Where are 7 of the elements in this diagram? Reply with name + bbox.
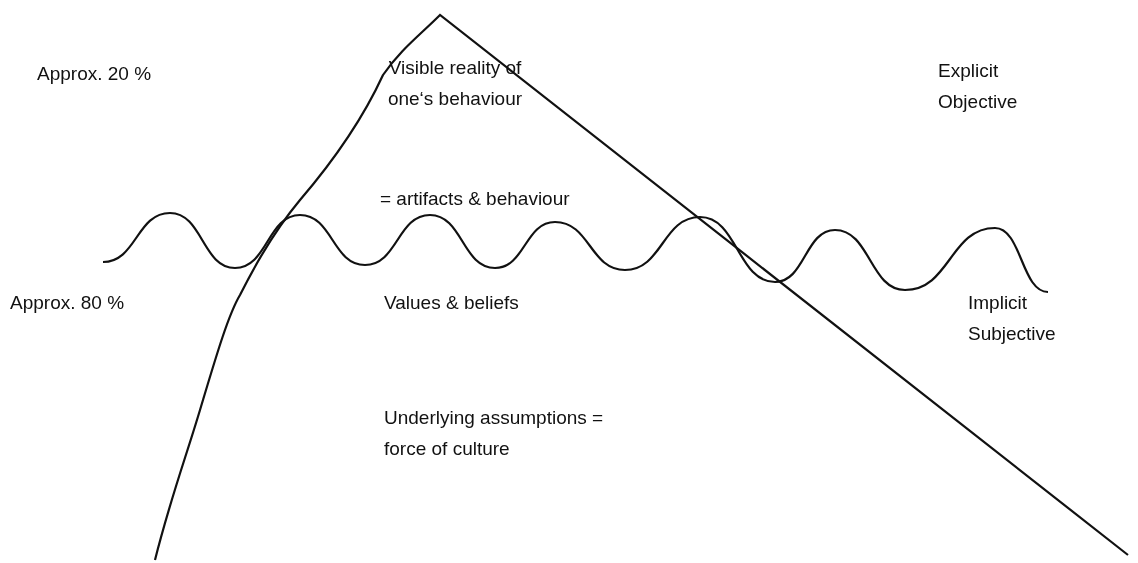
text-label: Underlying assumptions = force of culture (384, 406, 605, 461)
text-label: Values & beliefs (384, 291, 520, 315)
text-label: Approx. 20 % (37, 62, 153, 86)
text-label: Explicit Objective (938, 59, 1019, 114)
text-label: Approx. 80 % (10, 291, 126, 315)
text-label: Implicit Subjective (968, 291, 1057, 346)
text-label: = artifacts & behaviour (380, 187, 571, 211)
